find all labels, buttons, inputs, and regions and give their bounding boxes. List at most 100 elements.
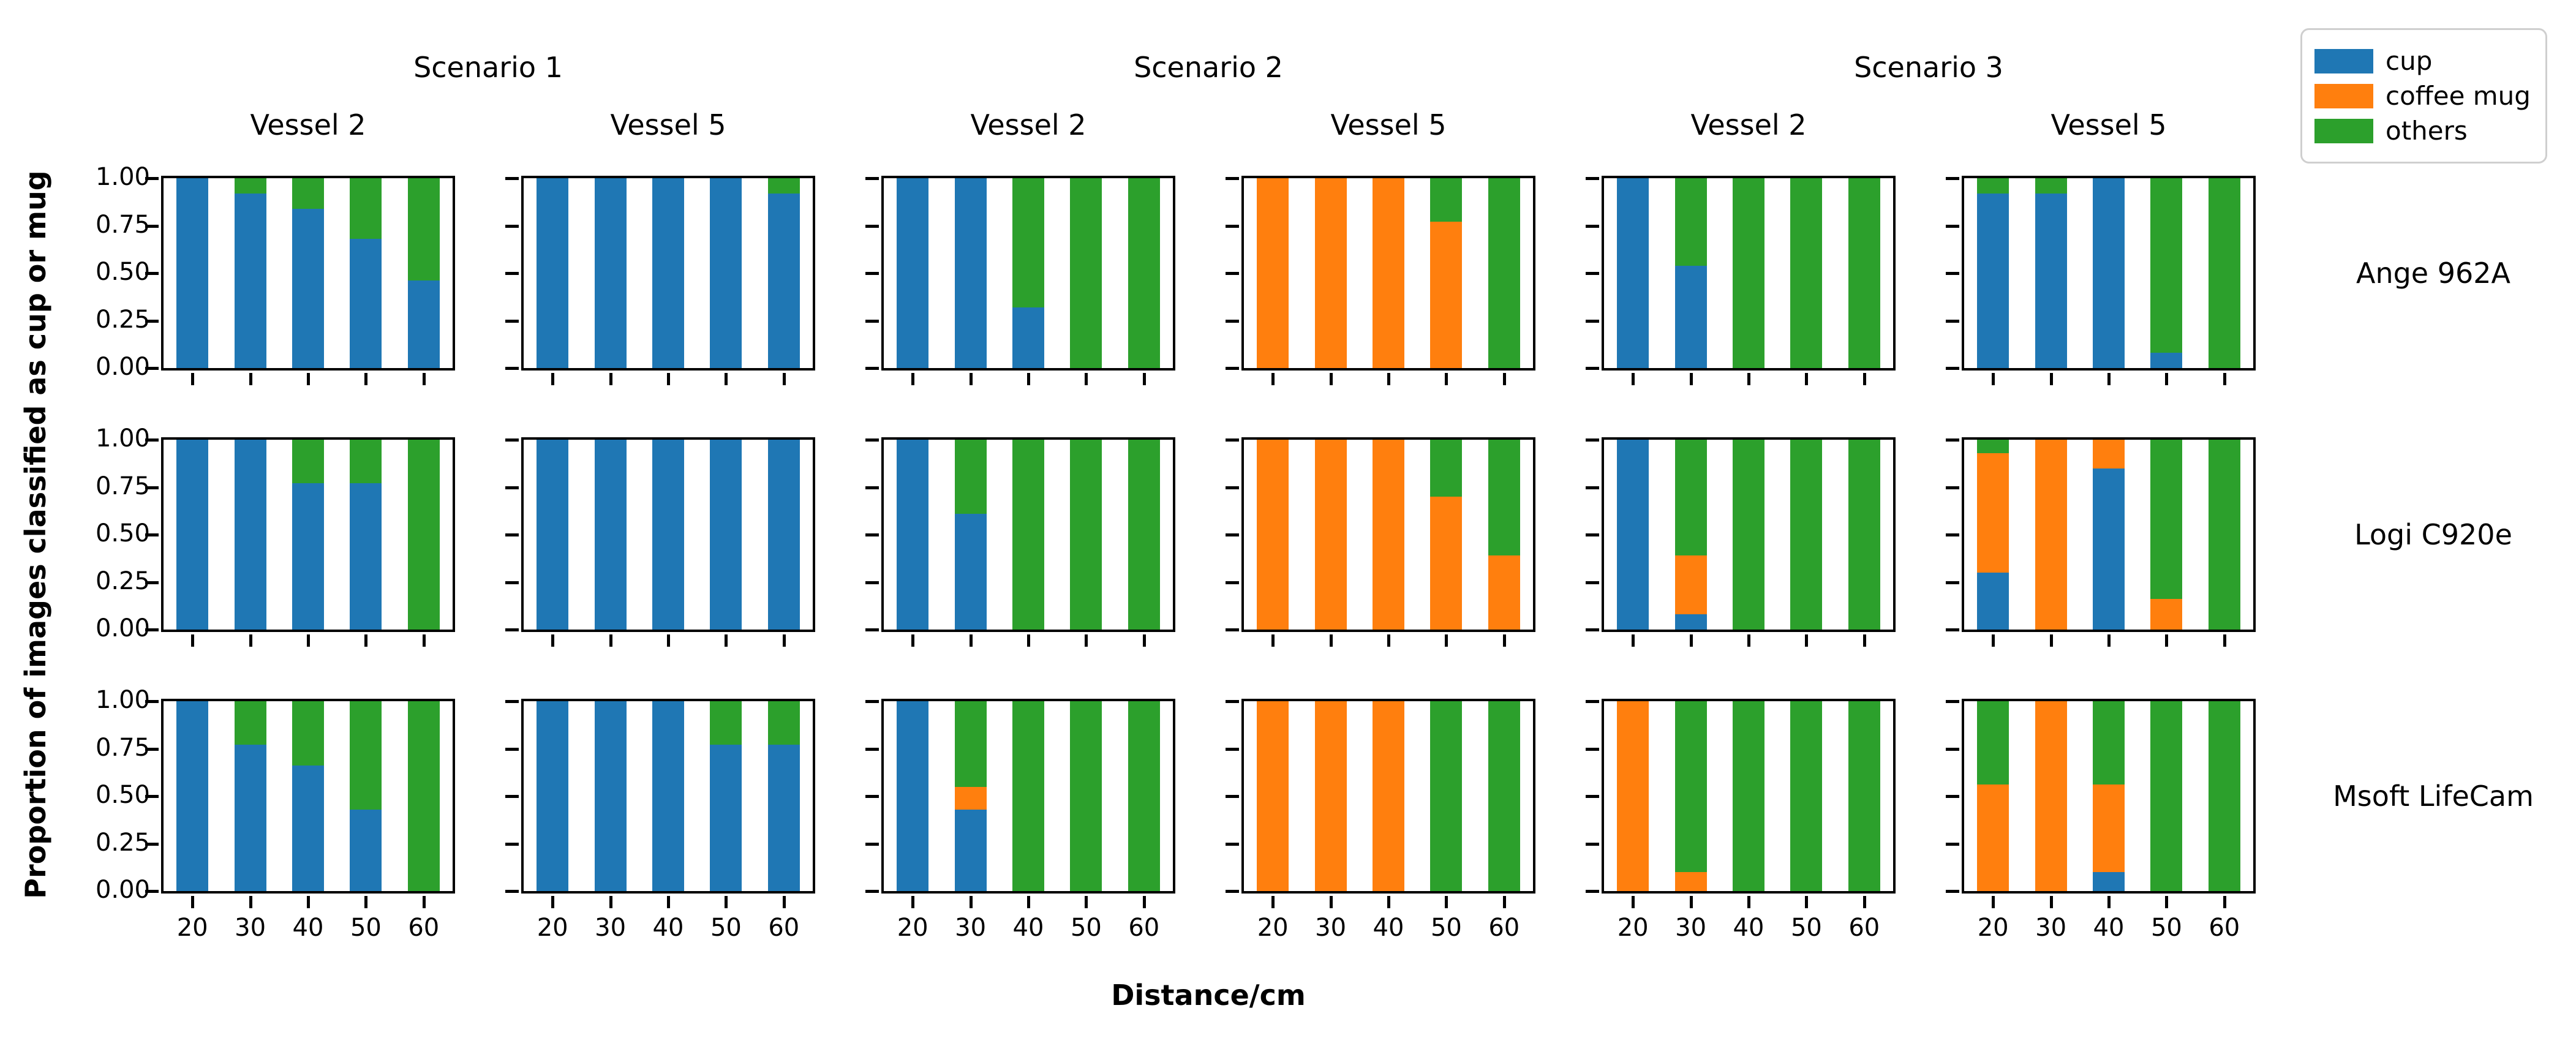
bar-segment-others-x50 [1430,178,1463,222]
x-tick-label-40: 40 [1733,914,1764,942]
bar-segment-coffee-mug-x30 [1314,178,1347,368]
y-tick-mark-0.50 [145,533,159,536]
bar-segment-cup-x30 [954,513,987,630]
legend-item-coffee-mug: coffee mug [2314,81,2531,111]
y-tick-label-1.00: 1.00 [95,686,150,714]
x-tick-mark-30 [1329,373,1333,385]
bar-segment-cup-x30 [594,178,627,368]
x-tick-mark-30 [609,634,612,647]
y-tick-mark-0.25 [1226,842,1239,846]
bar-segment-others-x60 [1488,701,1520,891]
y-tick-mark-0.00 [505,628,519,631]
x-tick-label-50: 50 [1070,914,1102,942]
x-tick-mark-50 [364,634,368,647]
x-tick-mark-40 [307,634,310,647]
bar-segment-cup-x20 [176,440,209,630]
bar-segment-coffee-mug-x30 [1314,440,1347,630]
y-tick-mark-0.50 [1226,533,1239,536]
y-tick-mark-0.25 [505,842,519,846]
bar-segment-others-x50 [1070,440,1102,630]
x-tick-mark-40 [1747,634,1750,647]
bar-segment-cup-x40 [652,440,684,630]
bar-segment-cup-x30 [234,440,266,630]
x-tick-mark-40 [1747,896,1750,908]
y-tick-mark-0.50 [1586,795,1599,798]
bar-segment-cup-x50 [350,809,382,891]
x-tick-mark-50 [1805,896,1809,908]
y-tick-mark-1.00 [145,177,159,180]
x-tick-mark-60 [2223,373,2226,385]
x-tick-mark-40 [1387,634,1390,647]
bar-segment-coffee-mug-x20 [1977,784,2009,891]
bar-segment-others-x60 [1488,440,1520,556]
x-tick-mark-20 [551,896,555,908]
x-tick-mark-40 [307,896,310,908]
x-tick-mark-60 [1142,373,1146,385]
x-tick-mark-50 [725,373,728,385]
bar-segment-others-x60 [407,701,440,891]
x-tick-mark-20 [191,634,195,647]
y-tick-mark-0.50 [1946,272,1959,275]
y-axis-label: Proportion of images classified as cup o… [19,170,52,899]
y-tick-mark-0.75 [1946,486,1959,489]
bar-segment-cup-x20 [897,440,929,630]
y-tick-mark-1.00 [865,700,879,703]
bar-segment-cup-x30 [594,440,627,630]
scenario-title-scenario-1: Scenario 1 [413,51,563,84]
x-tick-mark-30 [969,896,973,908]
bar-segment-coffee-mug-x40 [2093,784,2125,872]
bar-segment-others-x40 [1012,701,1044,891]
x-tick-label-30: 30 [2035,914,2067,942]
x-tick-label-60: 60 [768,914,800,942]
bar-segment-cup-x20 [897,178,929,368]
y-tick-mark-0.25 [865,581,879,584]
bar-segment-cup-x20 [1977,573,2009,630]
y-tick-mark-0.75 [1586,224,1599,228]
subplot-logi-c920e-scenario-3-vessel-5 [1946,437,2256,647]
subplot-logi-c920e-scenario-3-vessel-2 [1586,437,1896,647]
bar-segment-others-x20 [1977,701,2009,785]
y-tick-label-0.00: 0.00 [95,614,150,642]
x-tick-mark-60 [1862,373,1866,385]
bar-segment-cup-x50 [2150,353,2183,368]
y-tick-mark-0.50 [145,272,159,275]
bar-segment-coffee-mug-x30 [2035,701,2067,891]
bar-segment-others-x60 [1128,701,1160,891]
bar-segment-others-x60 [2208,178,2240,368]
legend-label-coffee-mug: coffee mug [2386,81,2531,111]
y-tick-mark-0.00 [865,367,879,370]
y-tick-mark-1.00 [1586,177,1599,180]
x-tick-mark-50 [1805,634,1809,647]
x-tick-mark-30 [1689,373,1693,385]
x-tick-mark-40 [1387,373,1390,385]
camera-row-label-msoft-lifecam: Msoft LifeCam [2333,780,2534,813]
x-tick-mark-60 [1142,634,1146,647]
x-tick-mark-50 [1445,896,1448,908]
bar-segment-others-x60 [1848,178,1880,368]
bar-segment-coffee-mug-x40 [1373,440,1404,630]
x-tick-label-50: 50 [710,914,742,942]
bar-segment-coffee-mug-x40 [1373,178,1404,368]
x-tick-label-20: 20 [176,914,208,942]
y-tick-mark-1.00 [865,177,879,180]
y-tick-mark-1.00 [145,700,159,703]
x-tick-mark-40 [1387,896,1390,908]
y-tick-mark-0.25 [1586,319,1599,323]
x-axis-label: Distance/cm [1111,979,1306,1012]
y-tick-mark-0.50 [505,795,519,798]
y-tick-mark-0.25 [1226,319,1239,323]
bar-segment-cup-x20 [537,178,569,368]
x-tick-mark-20 [551,373,555,385]
bar-segment-others-x50 [1070,178,1102,368]
y-tick-label-0.25: 0.25 [95,566,150,595]
bar-segment-cup-x30 [594,701,627,891]
y-tick-mark-0.75 [1226,486,1239,489]
x-tick-mark-50 [1085,373,1088,385]
x-tick-mark-40 [1027,634,1030,647]
x-tick-label-50: 50 [2150,914,2182,942]
y-tick-mark-1.00 [1586,438,1599,442]
y-tick-mark-0.75 [505,747,519,751]
y-tick-mark-0.75 [1226,224,1239,228]
